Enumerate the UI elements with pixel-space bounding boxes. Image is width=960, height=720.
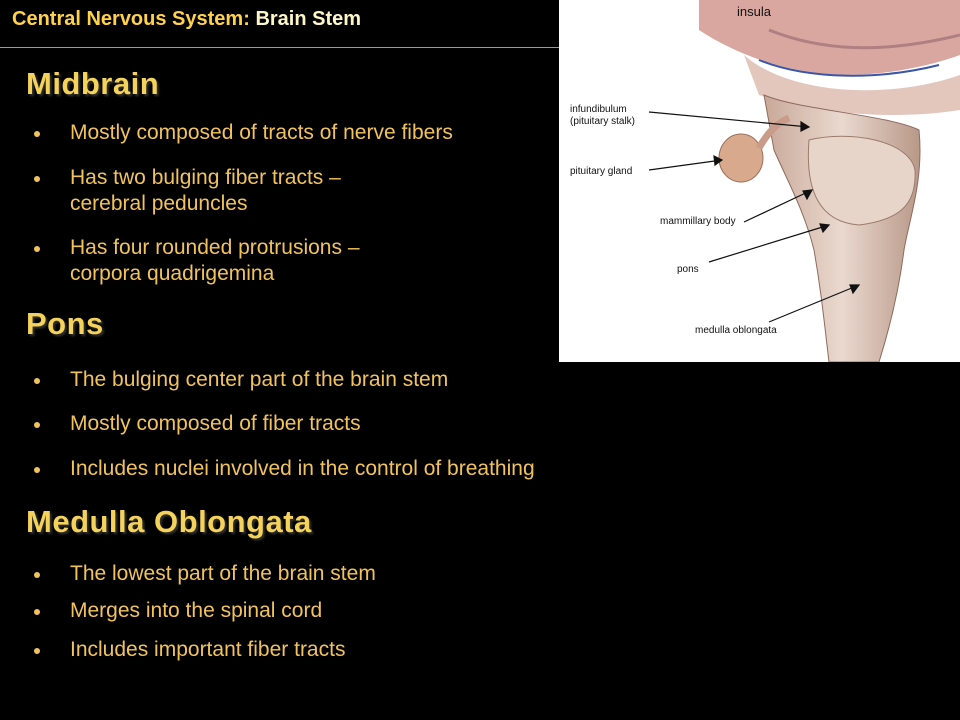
bullet-icon (34, 131, 40, 137)
brainstem-figure: insula infundibulum (pituitary stalk) pi… (559, 0, 960, 362)
header-divider (0, 47, 560, 48)
header-main: Central Nervous System: (12, 8, 250, 30)
brainstem-illustration (648, 0, 960, 362)
section-title-pons: Pons (26, 306, 104, 341)
section-title-medulla: Medulla Oblongata (26, 504, 312, 539)
label-pituitary-stalk: (pituitary stalk) (570, 116, 636, 127)
label-pituitary-gland: pituitary gland (570, 166, 633, 177)
bullet-icon (34, 246, 40, 252)
bullet-icon (34, 572, 40, 578)
slide-header: Central Nervous System: Brain Stem (12, 8, 361, 31)
bullet-icon (34, 378, 40, 384)
label-infundibulum: infundibulum (570, 104, 627, 115)
section-title-midbrain: Midbrain (26, 66, 160, 101)
label-medulla: medulla oblongata (695, 325, 777, 336)
bullet-icon (34, 422, 40, 428)
bullet-icon (34, 467, 40, 473)
bullet-icon (34, 609, 40, 615)
bullet-icon (34, 176, 40, 182)
bullet-icon (34, 648, 40, 654)
label-pons: pons (677, 264, 699, 275)
label-mammillary-body: mammillary body (660, 216, 736, 227)
header-sub: Brain Stem (255, 8, 362, 30)
label-insula: insula (737, 4, 771, 19)
